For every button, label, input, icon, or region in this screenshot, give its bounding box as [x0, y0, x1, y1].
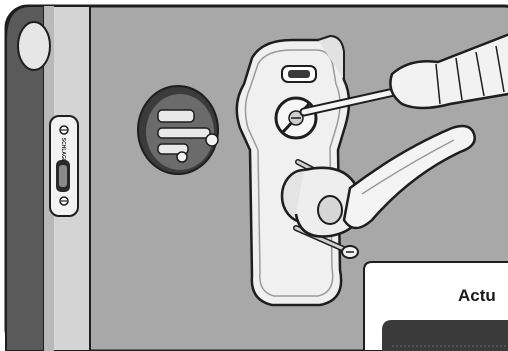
latch-stamp-top: SCHLAGE: [60, 138, 66, 163]
knob-stub: [18, 22, 50, 70]
callout-title: Actu: [458, 286, 496, 306]
callout-box: [364, 262, 508, 351]
